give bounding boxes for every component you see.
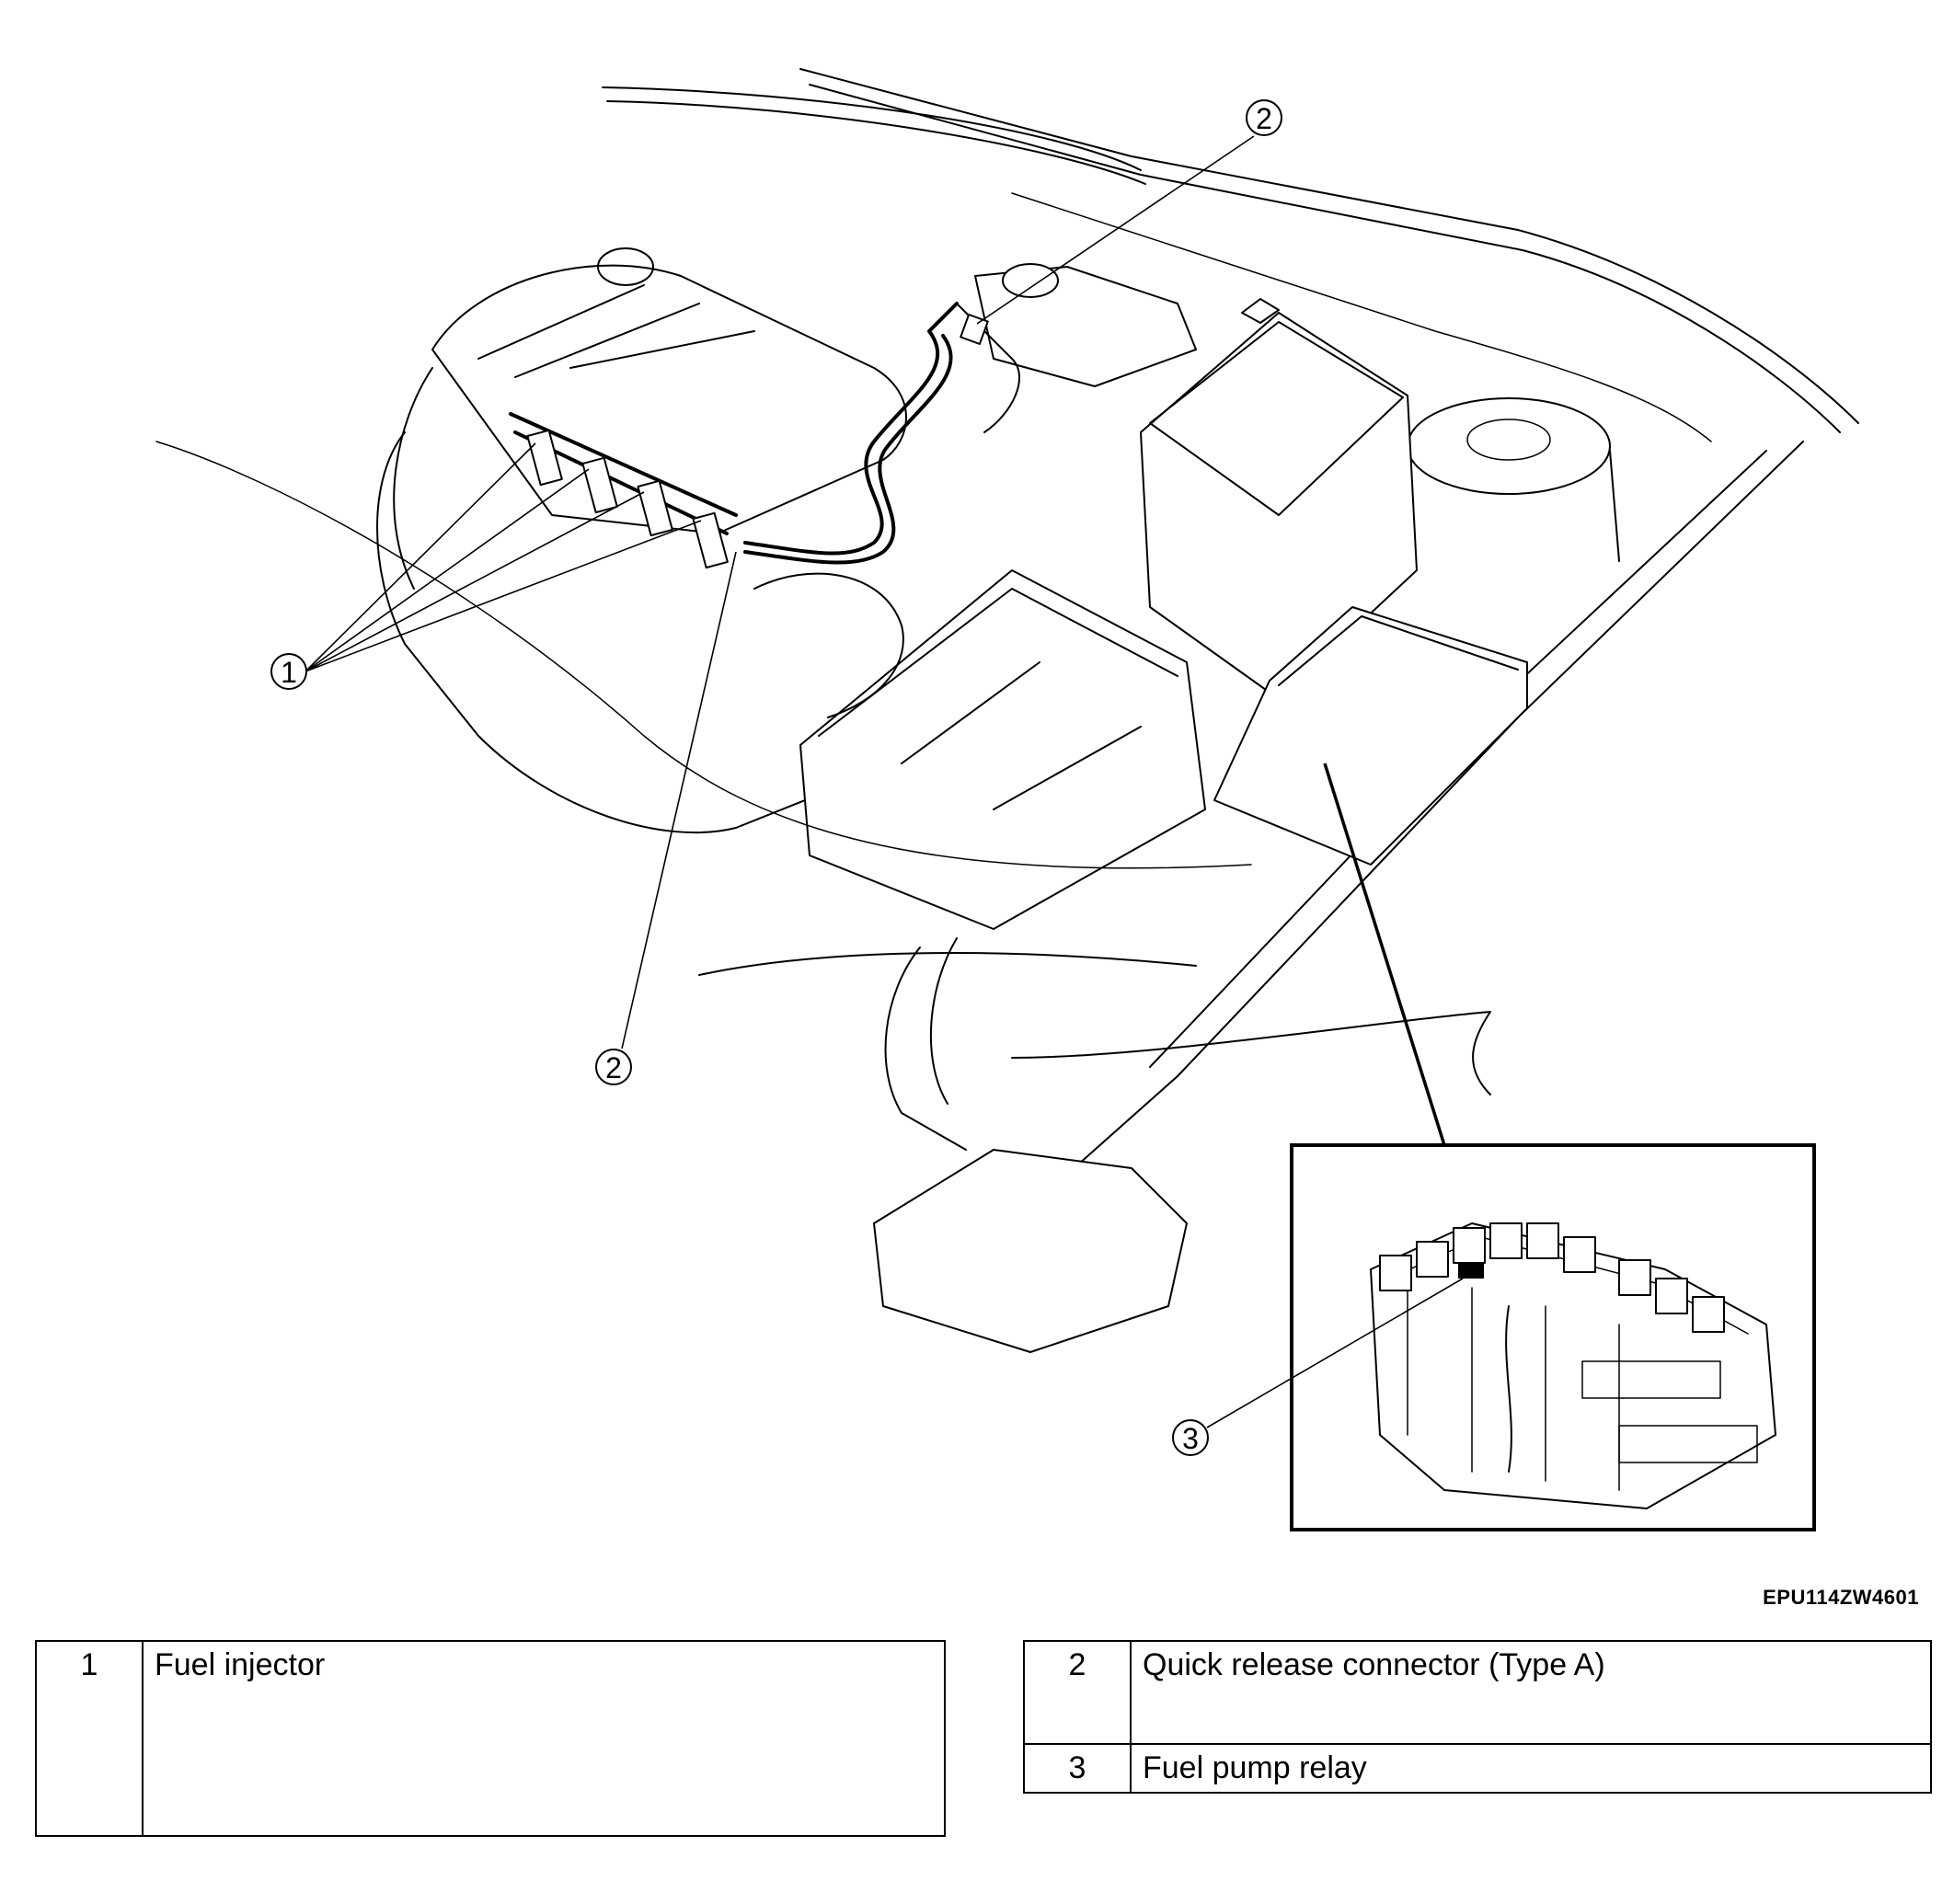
callout-label: 1	[281, 656, 297, 689]
relay-box-inset	[1290, 1143, 1816, 1531]
legend-label: Fuel injector	[142, 1640, 946, 1837]
battery	[1140, 312, 1418, 700]
fuel-injectors	[526, 429, 729, 569]
legend-number: 2	[1023, 1640, 1132, 1745]
quick-release-connector	[960, 314, 989, 345]
callout-label: 2	[1256, 102, 1272, 135]
fuel-line	[743, 334, 953, 565]
callout-fuel-pump-relay: 3	[1172, 1419, 1209, 1456]
air-cleaner-rib	[901, 661, 1142, 810]
engine-block	[393, 367, 433, 590]
intake-hose	[753, 572, 904, 718]
reservoir-edge	[1278, 615, 1519, 686]
legend-label: Fuel pump relay	[1130, 1743, 1932, 1794]
legend-table-left: 1 Fuel injector	[35, 1640, 946, 1837]
engine-cover	[431, 264, 907, 534]
legend-label: Quick release connector (Type A)	[1130, 1640, 1932, 1745]
inset-leader	[1323, 763, 1446, 1146]
subframe	[698, 952, 1197, 976]
engine-bay-diagram: 1 2 2 3	[155, 68, 1859, 1531]
fender-line	[809, 84, 1841, 433]
air-cleaner-top	[818, 588, 1178, 737]
callout-quick-release-bottom: 2	[595, 1049, 632, 1085]
hood-line	[602, 86, 1142, 171]
legend-row: 3 Fuel pump relay	[1023, 1743, 1932, 1794]
figure-code: EPU114ZW4601	[1763, 1586, 1919, 1609]
strut-tower	[1407, 397, 1611, 495]
relay-block	[1370, 1222, 1776, 1509]
transmission	[873, 1149, 1188, 1353]
legend-table-right: 2 Quick release connector (Type A) 3 Fue…	[1023, 1640, 1932, 1794]
engine-cover-rib	[477, 284, 755, 378]
legend-row: 2 Quick release connector (Type A)	[1023, 1640, 1932, 1745]
fuel-line	[956, 303, 1021, 433]
legend-number: 3	[1023, 1743, 1132, 1794]
callout-leader	[305, 442, 702, 672]
callout-label: 2	[605, 1051, 622, 1084]
strut-tower-left	[597, 247, 654, 286]
hood-line	[606, 100, 1146, 185]
body-member	[1011, 441, 1804, 1224]
fender-line	[799, 68, 1859, 424]
callout-quick-release-top: 2	[1246, 99, 1282, 136]
air-cleaner	[799, 569, 1206, 930]
strut-tower-cap	[1466, 419, 1551, 461]
fender-line	[1011, 192, 1712, 442]
fuel-line	[743, 302, 959, 556]
callout-leader	[1206, 1278, 1464, 1428]
callout-fuel-injector: 1	[270, 653, 307, 690]
reservoir	[1213, 606, 1528, 866]
fuel-pump-relay-highlight	[1458, 1262, 1484, 1279]
exhaust-pipe	[884, 946, 967, 1151]
exhaust-pipe	[929, 937, 958, 1105]
callout-label: 3	[1182, 1422, 1199, 1455]
battery-terminal	[1241, 298, 1280, 324]
battery-top	[1149, 321, 1404, 516]
subframe	[1011, 1011, 1491, 1095]
harness	[155, 441, 1252, 869]
valve-cover	[974, 266, 1197, 387]
legend-row: 1 Fuel injector	[35, 1640, 946, 1837]
callout-leader	[621, 551, 737, 1049]
oil-cap	[1002, 263, 1059, 298]
callout-leader	[976, 135, 1255, 325]
legend-number: 1	[35, 1640, 144, 1837]
engine-bay-illustration: 1 2 2 3	[155, 68, 1859, 1531]
